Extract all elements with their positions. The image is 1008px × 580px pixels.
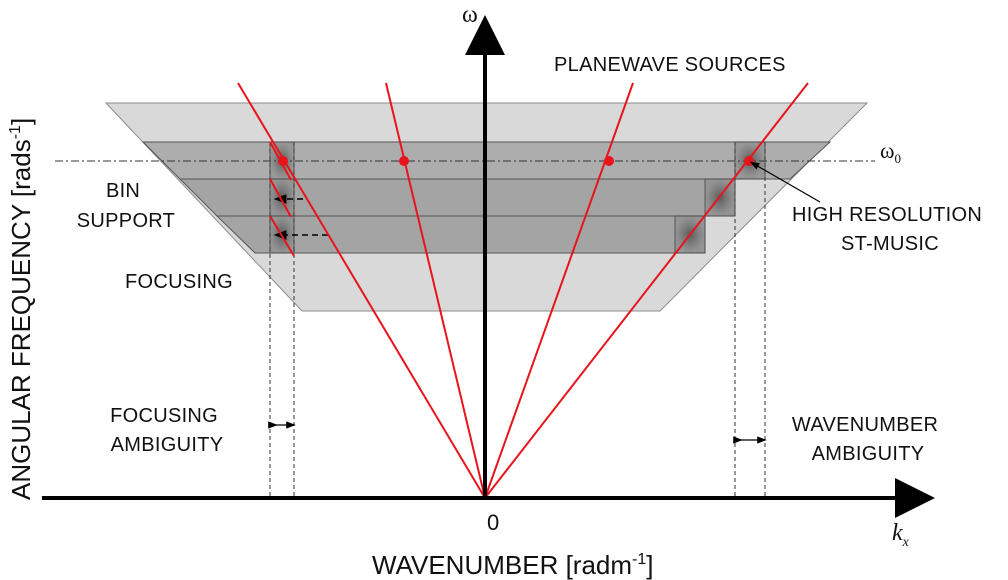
x-axis-title: WAVENUMBER [radm-1]	[372, 550, 654, 580]
bin-support-label: BIN SUPPORT	[77, 180, 175, 232]
source-line-1	[237, 82, 486, 499]
source-point-3	[604, 156, 614, 166]
focusing-ambiguity-label: FOCUSING AMBIGUITY	[110, 405, 224, 456]
y-axis-symbol: ω	[462, 2, 478, 28]
focused-segment-3	[269, 215, 295, 257]
focusing-label: FOCUSING	[125, 271, 233, 293]
source-line-2	[385, 82, 486, 499]
y-axis-title: ANGULAR FREQUENCY [rads-1]	[6, 118, 36, 500]
focused-segment-2	[269, 178, 292, 218]
source-point-2	[399, 156, 409, 166]
source-point-4	[744, 156, 754, 166]
planewave-label: PLANEWAVE SOURCES	[554, 54, 786, 76]
omega0-label: ω0	[880, 138, 901, 166]
wavenumber-ambiguity-label: WAVENUMBER AMBIGUITY	[792, 414, 944, 465]
x-axis-symbol: kx	[892, 520, 910, 550]
source-line-4	[484, 82, 809, 499]
bin-band-2	[178, 178, 736, 217]
source-point-1	[278, 156, 288, 166]
source-line-3	[484, 82, 634, 499]
hires-pointer	[749, 161, 821, 203]
origin-label: 0	[487, 510, 499, 535]
hires-label: HIGH RESOLUTION ST-MUSIC	[792, 204, 988, 255]
